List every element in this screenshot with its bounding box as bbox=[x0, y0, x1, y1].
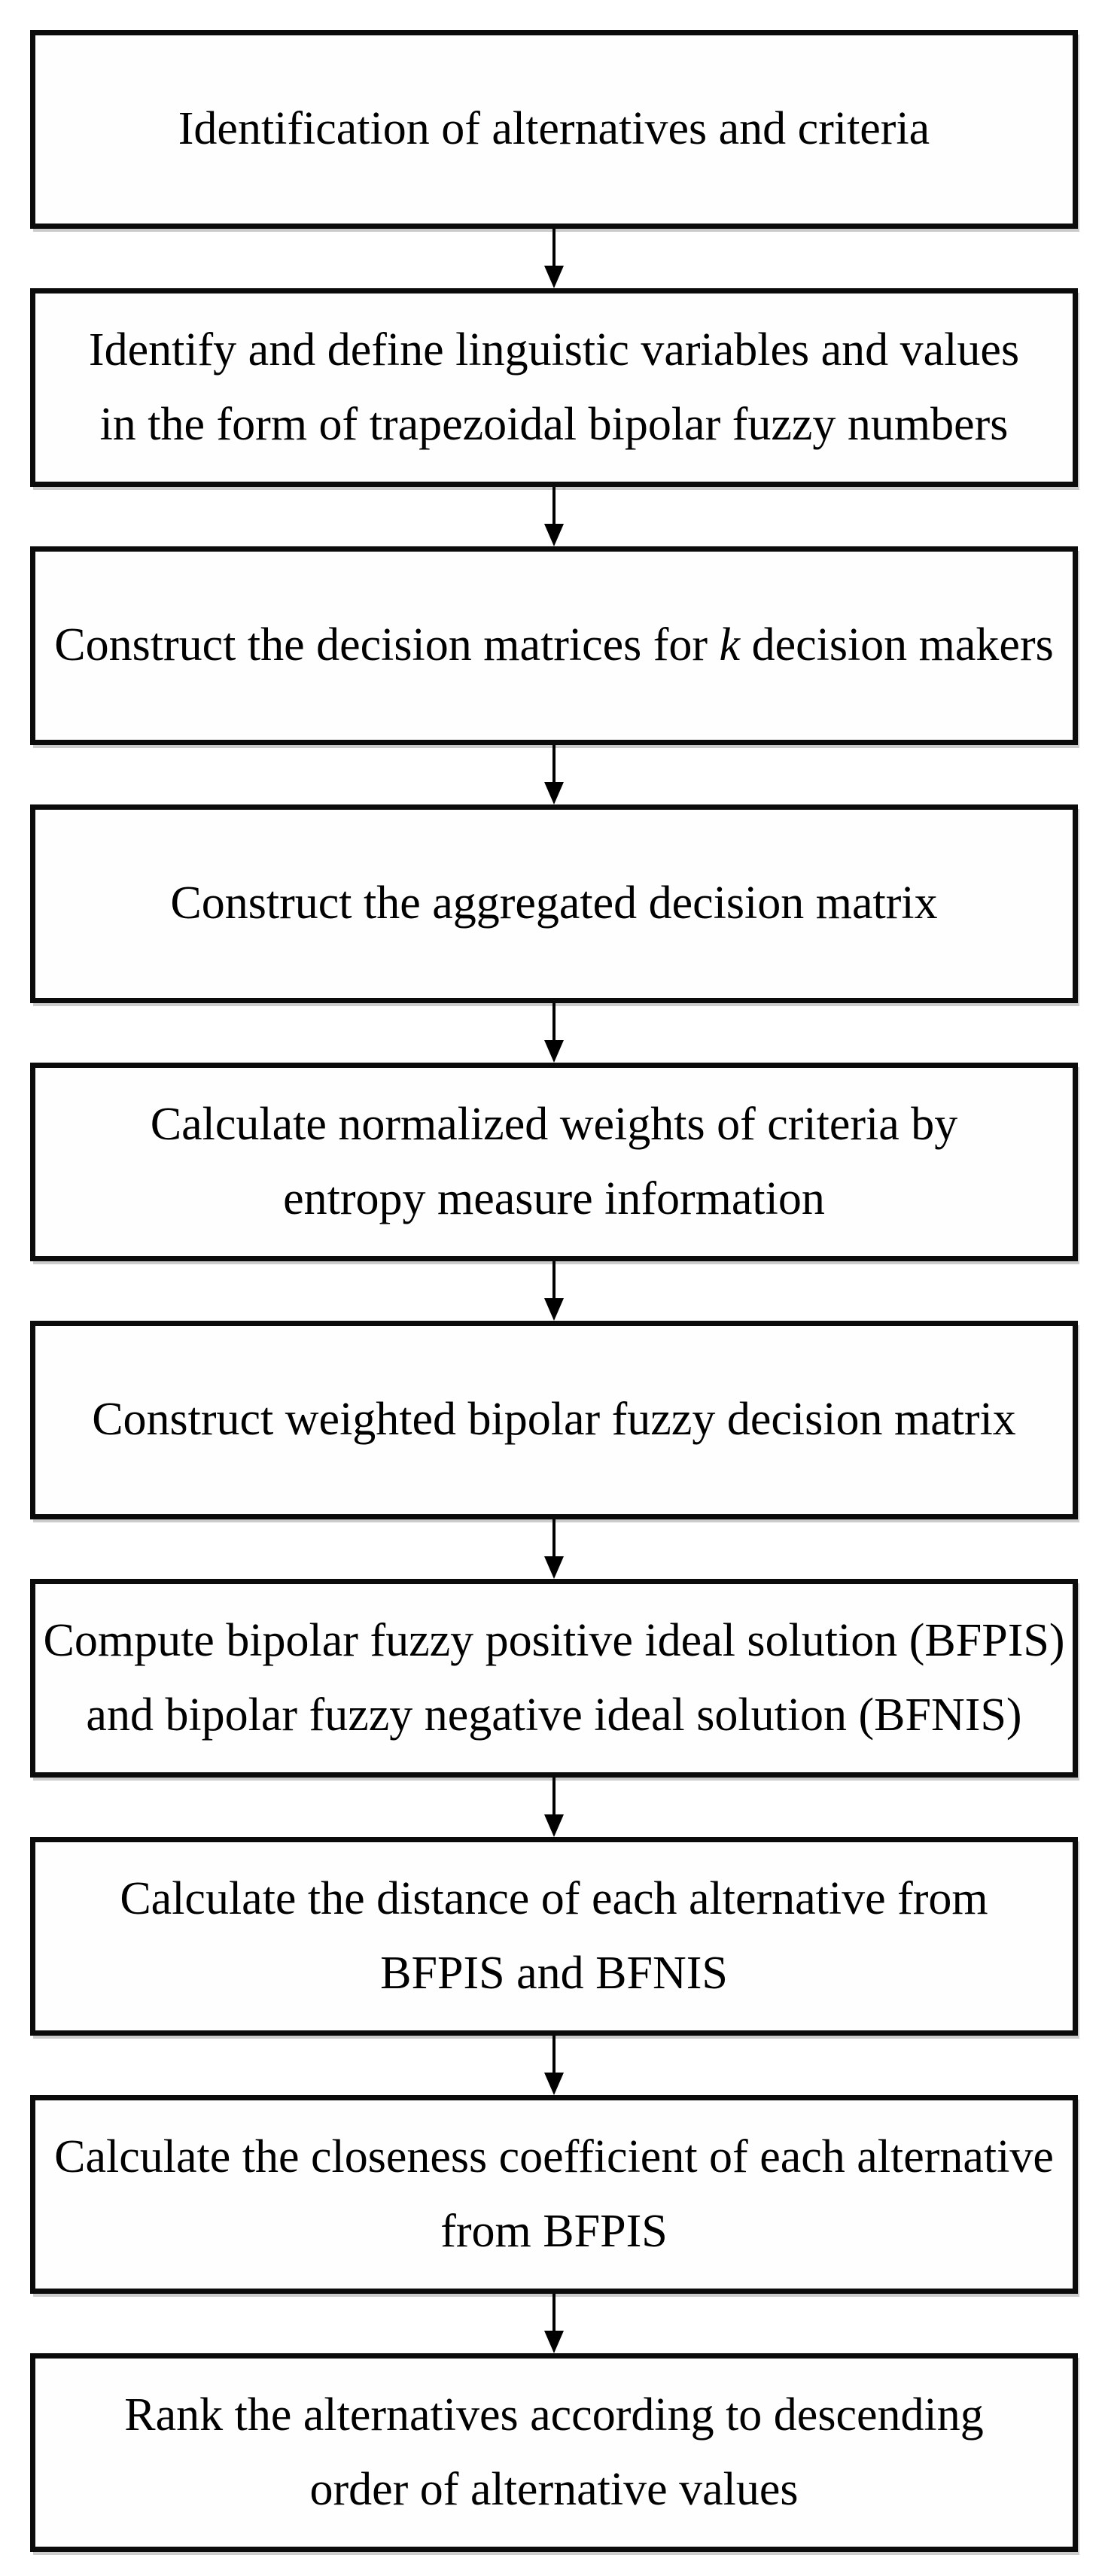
arrow-down-icon bbox=[544, 2331, 564, 2353]
flow-arrow-5 bbox=[544, 1261, 564, 1321]
step-box-distance: Calculate the distance of each alternati… bbox=[30, 1837, 1078, 2036]
step-box-identification: Identification of alternatives and crite… bbox=[30, 30, 1078, 229]
step-box-aggregated-matrix: Construct the aggregated decision matrix bbox=[30, 804, 1078, 1003]
arrow-down-icon bbox=[544, 1040, 564, 1063]
arrow-stem bbox=[552, 1778, 556, 1816]
step-text: order of alternative values bbox=[309, 2464, 799, 2515]
step-box-normalized-weights: Calculate normalized weights of criteria… bbox=[30, 1063, 1078, 1261]
flow-arrow-4 bbox=[544, 1003, 564, 1063]
step-text: Construct the aggregated decision matrix bbox=[170, 877, 938, 929]
flow-arrow-9 bbox=[544, 2294, 564, 2353]
step-text-pre: Construct the decision matrices for bbox=[54, 619, 708, 671]
step-text: Rank the alternatives according to desce… bbox=[124, 2389, 984, 2441]
flow-arrow-3 bbox=[544, 745, 564, 804]
arrow-stem bbox=[552, 745, 556, 783]
step-box-closeness-coefficient: Calculate the closeness coefficient of e… bbox=[30, 2095, 1078, 2294]
arrow-stem bbox=[552, 2294, 556, 2332]
arrow-down-icon bbox=[544, 782, 564, 804]
step-box-decision-matrices: Construct the decision matrices for k de… bbox=[30, 546, 1078, 745]
arrow-down-icon bbox=[544, 1298, 564, 1321]
step-text: Calculate the distance of each alternati… bbox=[120, 1872, 988, 1924]
step-text: Construct the decision matrices for k de… bbox=[54, 608, 1053, 683]
step-text: Calculate normalized weights of criteria… bbox=[150, 1098, 958, 1150]
step-text: in the form of trapezoidal bipolar fuzzy… bbox=[99, 399, 1009, 450]
arrow-stem bbox=[552, 1003, 556, 1042]
arrow-down-icon bbox=[544, 2073, 564, 2095]
arrow-down-icon bbox=[544, 524, 564, 546]
flow-arrow-2 bbox=[544, 487, 564, 546]
step-text-post: decision makers bbox=[751, 619, 1054, 671]
step-text: Calculate the closeness coefficient of e… bbox=[54, 2130, 1054, 2182]
step-text: Compute bipolar fuzzy positive ideal sol… bbox=[43, 1614, 1065, 1666]
step-box-linguistic-variables: Identify and define linguistic variables… bbox=[30, 288, 1078, 487]
arrow-stem bbox=[552, 1519, 556, 1558]
step-text: from BFPIS bbox=[440, 2206, 668, 2257]
arrow-stem bbox=[552, 2036, 556, 2074]
arrow-stem bbox=[552, 229, 556, 267]
arrow-down-icon bbox=[544, 1814, 564, 1837]
arrow-stem bbox=[552, 487, 556, 525]
flow-arrow-1 bbox=[544, 229, 564, 288]
step-text: Construct weighted bipolar fuzzy decisio… bbox=[92, 1394, 1016, 1446]
flowchart: Identification of alternatives and crite… bbox=[30, 30, 1078, 2552]
arrow-stem bbox=[552, 1261, 556, 1300]
arrow-down-icon bbox=[544, 266, 564, 288]
step-box-weighted-matrix: Construct weighted bipolar fuzzy decisio… bbox=[30, 1321, 1078, 1519]
flow-arrow-8 bbox=[544, 2036, 564, 2095]
flow-arrow-6 bbox=[544, 1519, 564, 1579]
step-text: BFPIS and BFNIS bbox=[380, 1948, 728, 1999]
step-box-ranking: Rank the alternatives according to desce… bbox=[30, 2353, 1078, 2552]
step-text: entropy measure information bbox=[283, 1173, 825, 1224]
step-text: and bipolar fuzzy negative ideal solutio… bbox=[86, 1689, 1022, 1741]
arrow-down-icon bbox=[544, 1556, 564, 1579]
step-text-variable-k: k bbox=[719, 619, 741, 671]
step-box-ideal-solutions: Compute bipolar fuzzy positive ideal sol… bbox=[30, 1579, 1078, 1778]
step-text: Identification of alternatives and crite… bbox=[178, 103, 930, 155]
step-text: Identify and define linguistic variables… bbox=[88, 324, 1020, 376]
flow-arrow-7 bbox=[544, 1778, 564, 1837]
